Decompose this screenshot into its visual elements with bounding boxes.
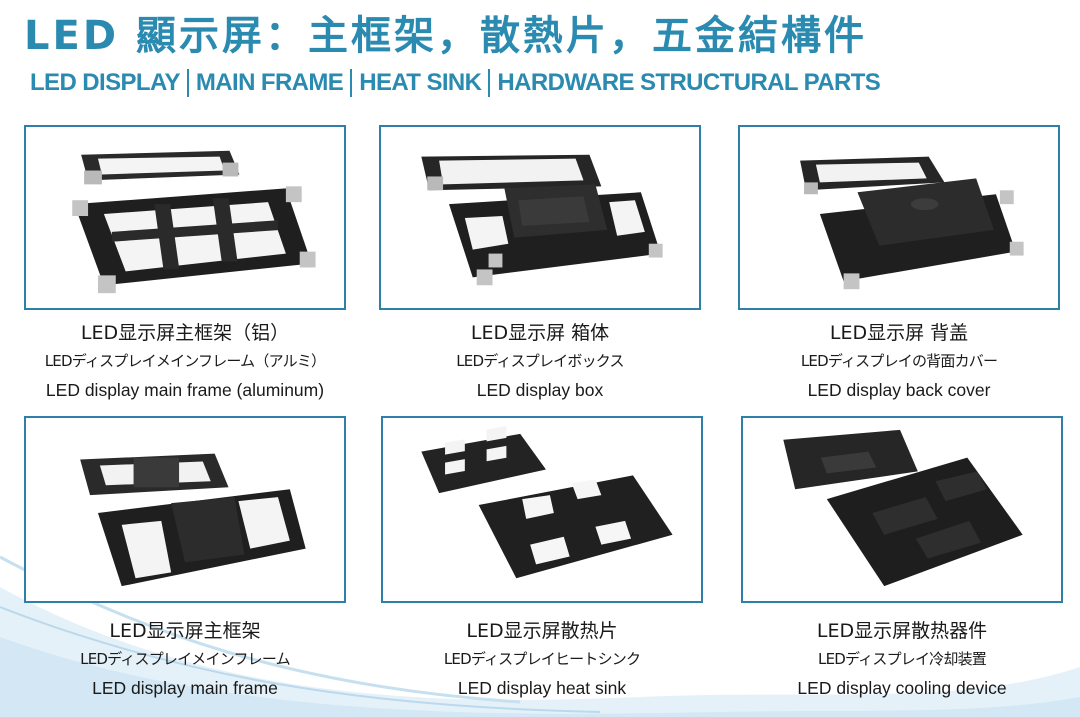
- caption-cooling-device: LED显示屏散热器件 LEDディスプレイ冷却装置 LED display coo…: [732, 617, 1072, 703]
- subtitle-heat-sink: HEAT SINK: [359, 69, 482, 96]
- product-image-back-cover: [738, 125, 1060, 310]
- caption-heat-sink: LED显示屏散热片 LEDディスプレイヒートシンク LED display he…: [372, 617, 712, 703]
- caption-main-frame: LED显示屏主框架 LEDディスプレイメインフレーム LED display m…: [15, 617, 355, 703]
- page-title: LED 顯示屏：主框架，散熱片，五金結構件: [24, 13, 867, 59]
- subtitle-led-display: LED DISPLAY: [30, 69, 180, 96]
- caption-zh: LED显示屏 背盖: [829, 322, 969, 344]
- subtitle-hardware-parts: HARDWARE STRUCTURAL PARTS: [497, 69, 881, 96]
- product-image-heat-sink: [381, 416, 703, 603]
- product-image-cooling-device: [741, 416, 1063, 603]
- caption-en: LED display heat sink: [457, 678, 627, 698]
- subtitle-divider: [488, 69, 491, 97]
- product-image-box: [379, 125, 701, 310]
- caption-zh: LED显示屏 箱体: [470, 322, 610, 344]
- caption-en: LED display cooling device: [797, 678, 1007, 698]
- product-image-main-frame: [24, 416, 346, 603]
- caption-ja: LEDディスプレイメインフレーム（アルミ）: [44, 352, 326, 370]
- subtitle-divider: [186, 69, 189, 97]
- caption-en: LED display box: [476, 380, 604, 400]
- caption-main-frame-aluminum: LED显示屏主框架（铝） LEDディスプレイメインフレーム（アルミ） LED d…: [15, 319, 355, 405]
- product-image-main-frame-aluminum: [24, 125, 346, 310]
- subtitle-divider: [350, 69, 353, 97]
- caption-zh: LED显示屏散热片: [466, 620, 618, 642]
- caption-ja: LEDディスプレイの背面カバー: [800, 352, 998, 370]
- back-cover-illustration: [800, 156, 1024, 290]
- caption-en: LED display main frame (aluminum): [45, 380, 325, 400]
- caption-en: LED display main frame: [92, 678, 278, 698]
- box-illustration: [421, 154, 663, 286]
- cooling-device-illustration: [783, 429, 1023, 587]
- caption-zh: LED显示屏主框架: [109, 620, 261, 642]
- caption-en: LED display back cover: [807, 380, 991, 400]
- caption-zh: LED显示屏散热器件: [816, 620, 988, 642]
- main-frame-aluminum-illustration: [72, 150, 316, 294]
- caption-box: LED显示屏 箱体 LEDディスプレイボックス LED display box: [370, 319, 710, 405]
- caption-ja: LEDディスプレイボックス: [456, 352, 624, 370]
- subtitle-main-frame: MAIN FRAME: [195, 69, 344, 96]
- main-frame-illustration: [80, 453, 306, 587]
- heat-sink-illustration: [421, 426, 673, 579]
- caption-ja: LEDディスプレイメインフレーム: [80, 650, 290, 668]
- caption-ja: LEDディスプレイヒートシンク: [443, 650, 641, 668]
- caption-ja: LEDディスプレイ冷却装置: [818, 650, 987, 668]
- caption-zh: LED显示屏主框架（铝）: [80, 322, 290, 344]
- caption-back-cover: LED显示屏 背盖 LEDディスプレイの背面カバー LED display ba…: [729, 319, 1069, 405]
- page-subtitle: LED DISPLAY MAIN FRAME HEAT SINK HARDWAR…: [30, 66, 881, 100]
